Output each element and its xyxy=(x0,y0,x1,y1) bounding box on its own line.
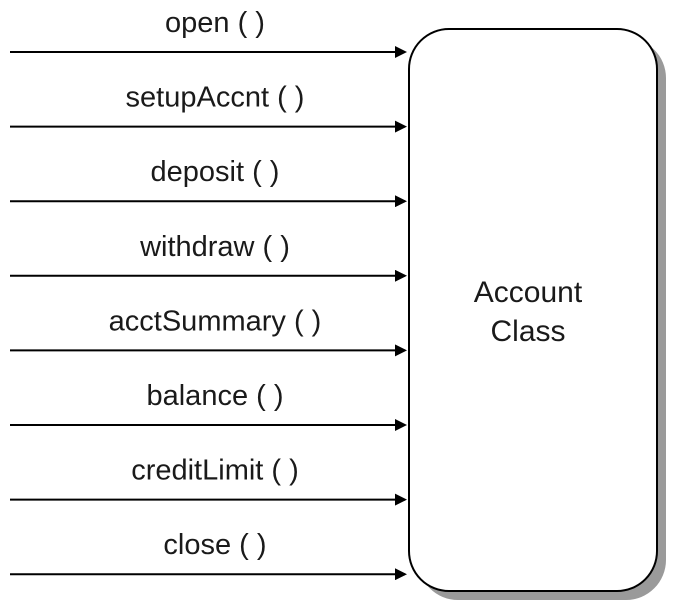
method-label-withdraw: withdraw ( ) xyxy=(139,231,290,263)
method-label-acct-summary: acctSummary ( ) xyxy=(109,305,322,337)
class-label-line-1: Account xyxy=(474,276,583,309)
method-label-balance: balance ( ) xyxy=(146,380,283,412)
method-label-open: open ( ) xyxy=(165,7,265,39)
method-label-close: close ( ) xyxy=(163,529,266,561)
class-box xyxy=(408,28,658,592)
method-label-credit-limit: creditLimit ( ) xyxy=(131,455,299,487)
method-label-setup-accnt: setupAccnt ( ) xyxy=(126,82,305,114)
class-label-line-2: Class xyxy=(490,315,565,348)
method-arrows: open ( ) setupAccnt ( ) deposit ( ) withdra… xyxy=(10,7,407,581)
method-label-deposit: deposit ( ) xyxy=(151,156,280,188)
